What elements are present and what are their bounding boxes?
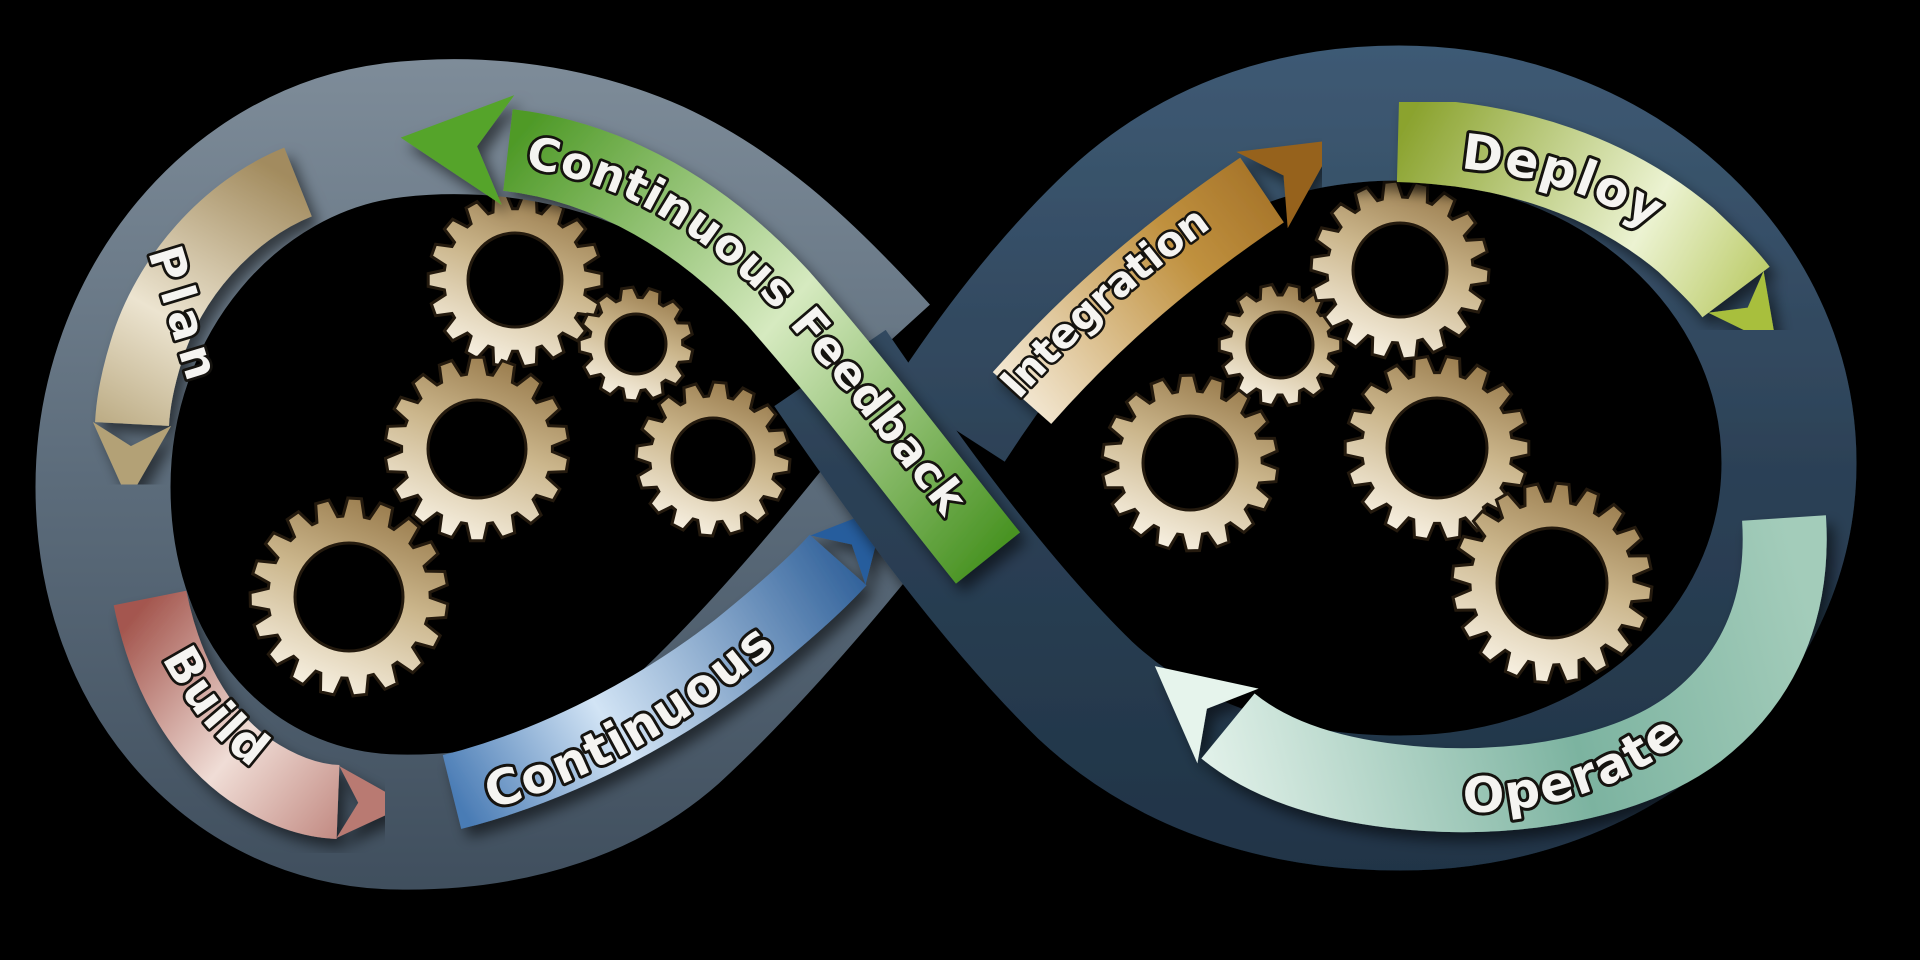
gear-icon <box>383 355 571 543</box>
gear-icon <box>1217 282 1343 408</box>
right-loop-ribbon <box>774 45 1857 871</box>
build-arrow <box>113 590 409 839</box>
gear-icon <box>1450 481 1654 685</box>
gear-icon <box>1309 179 1491 361</box>
gear-icon <box>248 496 450 698</box>
plan-arrow <box>92 147 313 501</box>
gear-icon <box>577 285 695 403</box>
continuous-feedback-arrow <box>400 95 1021 584</box>
gear-icon <box>1343 354 1531 542</box>
gear-cluster-right <box>1100 179 1654 685</box>
integration-arrow <box>992 139 1337 424</box>
gear-icon <box>426 191 604 369</box>
gear-icon <box>634 380 792 538</box>
gear-cluster-left <box>248 191 792 698</box>
operate-arrow <box>1154 515 1827 833</box>
deploy-arrow <box>1396 98 1777 346</box>
continuous-arrow <box>442 506 886 829</box>
gear-icon <box>1100 373 1280 553</box>
